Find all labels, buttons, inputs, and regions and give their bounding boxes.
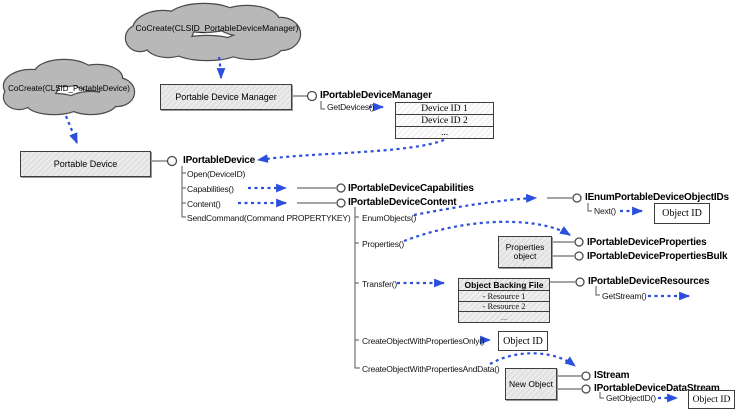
device-id-row: ... [396,127,493,138]
method-brackets [181,101,604,399]
method-transfer: Transfer() [362,279,397,289]
object-backing-file-title: Object Backing File [459,279,549,291]
arrow-cocreate-device [64,115,79,145]
device-id-list: Device ID 1 Device ID 2 ... [395,102,494,139]
method-content: Content() [187,199,221,209]
method-createobjectwithpropertiesanddata: CreateObjectWithPropertiesAndData() [362,364,500,374]
method-open: Open(DeviceID) [187,169,246,179]
cocreate-manager-label: CoCreate(CLSID_PortableDeviceManager) [135,23,299,33]
arrow-createdata [489,352,576,367]
method-enumobjects: EnumObjects() [362,213,417,223]
iface-iportabledevicedatastream: IPortableDeviceDataStream [594,383,720,394]
iface-iportabledevicepropertiesbulk: IPortableDevicePropertiesBulk [587,251,728,262]
method-capabilities: Capabilities() [187,184,234,194]
iface-iportabledevicemanager: IPortableDeviceManager [320,90,432,101]
resource-row: - Resource 1 [459,291,549,302]
iface-iportabledevicecapabilities: IPortableDeviceCapabilities [348,183,474,194]
iface-iportabledeviceresources: IPortableDeviceResources [588,276,710,287]
portable-device-box: Portable Device [20,151,151,177]
iface-iportabledevicecontent: IPortableDeviceContent [348,197,457,208]
iface-iportabledevice: IPortableDevice [183,155,256,166]
arrow-properties [403,220,571,243]
arrow-cocreate-manager [216,56,226,80]
properties-object-box: Properties object [498,236,552,268]
device-id-row: Device ID 2 [396,115,493,127]
object-id-box-enum: Object ID [654,203,710,224]
object-id-box-datastream: Object ID [688,390,735,409]
method-sendcommand: SendCommand(Command PROPERTYKEY) [187,213,351,223]
object-id-box-createonly: Object ID [498,331,548,351]
arrow-deviceid-to-open [256,138,445,163]
iface-iportabledeviceproperties: IPortableDeviceProperties [587,237,707,248]
resource-row: ... [459,312,549,322]
call-arrows [64,56,691,403]
method-getobjectid: GetObjectID() [606,393,656,403]
arrow-enumobjects [413,193,538,217]
method-getdevices: GetDevices() [327,102,375,112]
object-backing-file-box: Object Backing File - Resource 1 - Resou… [458,278,550,323]
method-next: Next() [594,206,616,216]
method-properties: Properties() [362,239,405,249]
iface-ienumportabledeviceobjectids: IEnumPortableDeviceObjectIDs [585,192,729,203]
iface-istream: IStream [594,370,630,381]
method-getstream: GetStream() [602,291,647,301]
lollipop-circles [166,90,591,394]
resource-row: - Resource 2 [459,301,549,312]
device-id-row: Device ID 1 [396,103,493,115]
cocreate-manager-cloud [124,2,302,62]
lollipop-connectors [149,95,581,390]
cocreate-device-label: CoCreate(CLSID_PortableDevice) [8,84,130,93]
portable-device-manager-box: Portable Device Manager [160,84,292,110]
cocreate-device-cloud [2,58,136,116]
method-createobjectwithpropertiesonly: CreateObjectWithPropertiesOnly() [362,336,485,346]
new-object-box: New Object [505,368,557,400]
